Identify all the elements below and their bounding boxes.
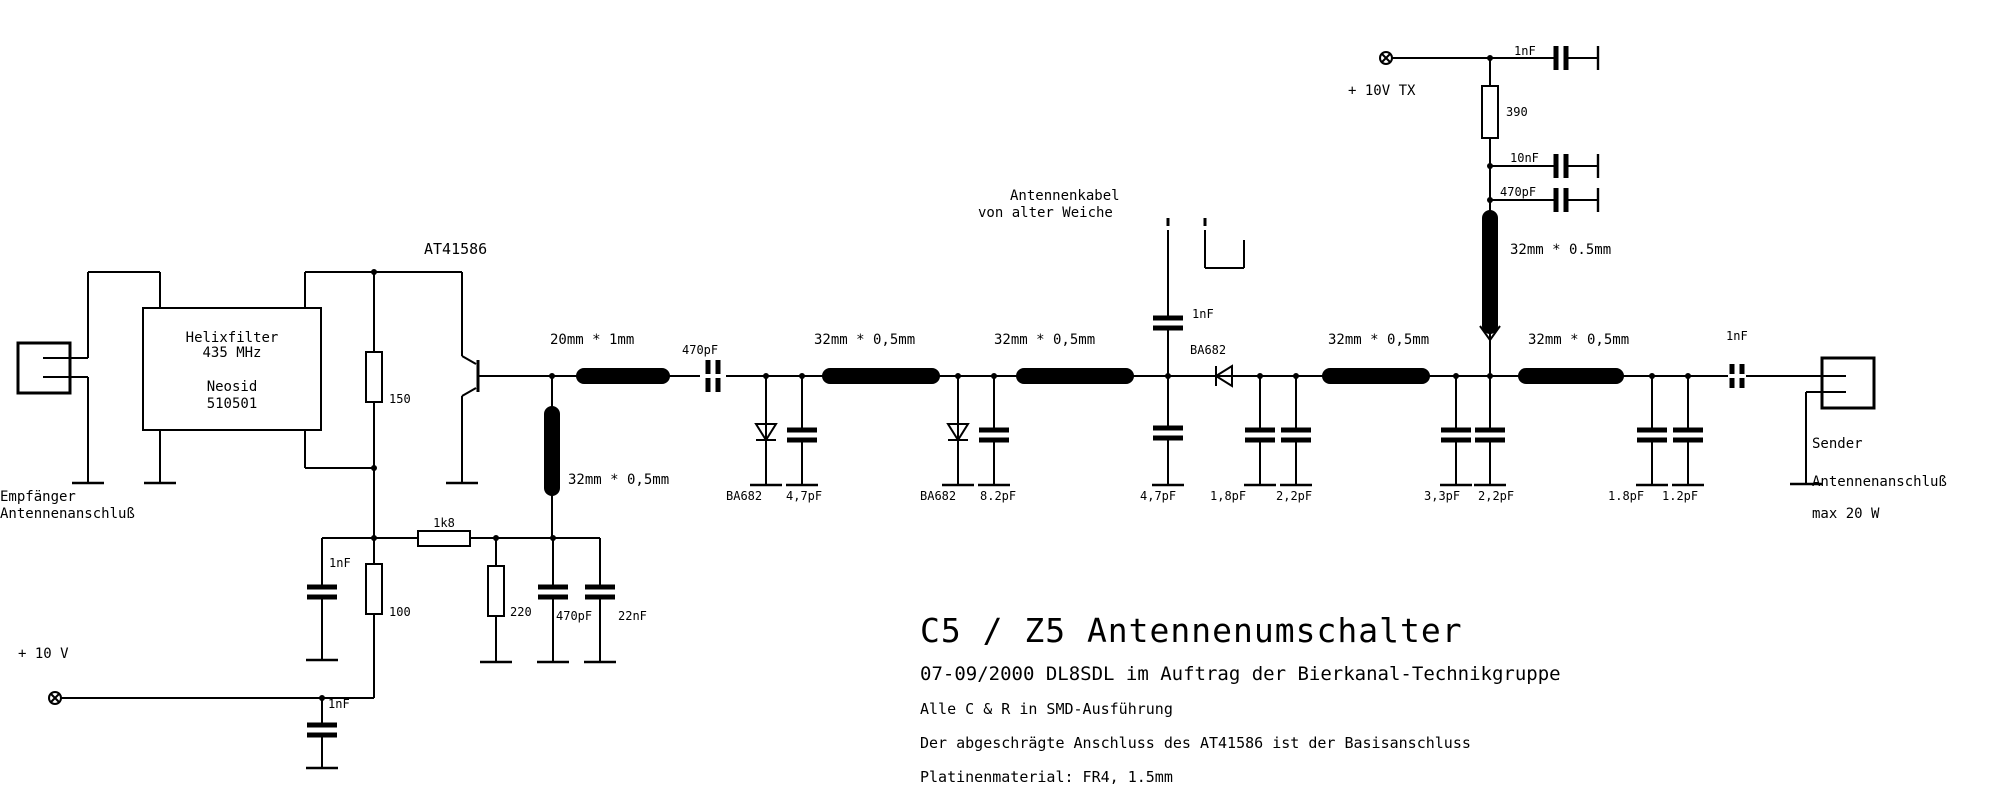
c1p2-label: 1.2pF: [1662, 489, 1698, 503]
transistor-label: AT41586: [424, 240, 487, 258]
cap-1n-out: 1nF: [1726, 329, 1748, 388]
title: C5 / Z5 Antennenumschalter: [920, 611, 1463, 650]
c4p7a-label: 4,7pF: [786, 489, 822, 503]
tx-supply-branch: 32mm * 0.5mm + 10V TX 1nF 390 10nF: [1348, 44, 1611, 376]
diode-d1-icon: [754, 423, 778, 442]
c1n-bottom-label: 1nF: [328, 697, 350, 711]
c1p8a-label: 1,8pF: [1210, 489, 1246, 503]
c470p-tx-label: 470pF: [1500, 185, 1536, 199]
shunt-node-3: 1,8pF 2,2pF: [1210, 373, 1312, 503]
c10n-tx-label: 10nF: [1510, 151, 1539, 165]
sender-label-2: Antennenanschluß: [1812, 474, 1947, 490]
helix-filter: Helixfilter 435 MHz Neosid 510501: [142, 272, 374, 485]
c4p7b-label: 4,7pF: [1140, 489, 1176, 503]
strip2-label: 32mm * 0,5mm: [814, 332, 915, 348]
c22n-label: 22nF: [618, 609, 647, 623]
note-2: Der abgeschrägte Anschluss des AT41586 i…: [920, 734, 1471, 752]
helix-label-2: 435 MHz: [202, 345, 261, 361]
c2p2a-label: 2,2pF: [1276, 489, 1312, 503]
sender-label-3: max 20 W: [1812, 506, 1880, 522]
sender-connector: Sender Antennenanschluß max 20 W: [1790, 356, 1947, 522]
note-1: Alle C & R in SMD-Ausführung: [920, 700, 1173, 718]
strip5-label: 32mm * 0,5mm: [1528, 332, 1629, 348]
c1n-left-label: 1nF: [329, 556, 351, 570]
c470p-series-label: 470pF: [682, 343, 718, 357]
empf-label-1: Empfänger: [0, 489, 76, 505]
shunt-node-4: 3,3pF 2,2pF: [1424, 373, 1514, 503]
diode-d2-icon: [946, 423, 970, 442]
plus10v-label: + 10 V: [18, 646, 69, 662]
strip1-label: 20mm * 1mm: [550, 332, 634, 348]
c8p2-label: 8.2pF: [980, 489, 1016, 503]
c1n-kabel-label: 1nF: [1192, 307, 1214, 321]
c3p3-label: 3,3pF: [1424, 489, 1460, 503]
resistor-220: [487, 565, 505, 617]
plus10v-tx-terminal-icon: [1379, 51, 1393, 65]
r100-label: 100: [389, 605, 411, 619]
cap-470p-series: 470pF: [682, 343, 726, 392]
subtitle: 07-09/2000 DL8SDL im Auftrag der Bierkan…: [920, 663, 1561, 685]
shunt-node-1: BA682 4,7pF: [726, 373, 822, 503]
note-3: Platinenmaterial: FR4, 1.5mm: [920, 768, 1173, 785]
c1p8b-label: 1.8pF: [1608, 489, 1644, 503]
kabel-label-2: von alter Weiche: [978, 205, 1113, 221]
diode-d2-label: BA682: [920, 489, 956, 503]
sender-label-1: Sender: [1812, 436, 1863, 452]
diode-d3-icon: [1214, 364, 1233, 388]
resistor-150: [365, 351, 383, 403]
helix-label-4: 510501: [207, 396, 258, 412]
transistor-at41586: AT41586: [424, 240, 552, 485]
r390-label: 390: [1506, 105, 1528, 119]
strip3-label: 32mm * 0,5mm: [994, 332, 1095, 348]
resistor-390: [1481, 85, 1499, 139]
diode-d3-label: BA682: [1190, 343, 1226, 357]
shunt-node-5: 1.8pF 1.2pF: [1608, 373, 1704, 503]
receiver-connector: [16, 271, 161, 485]
helix-label-1: Helixfilter: [186, 330, 279, 346]
c1n-out-label: 1nF: [1726, 329, 1748, 343]
c2p2b-label: 2,2pF: [1478, 489, 1514, 503]
r1k8-label: 1k8: [433, 516, 455, 530]
empf-label-2: Antennenanschluß: [0, 506, 135, 522]
cable-tap: Antennenkabel von alter Weiche 1nF 4,7pF: [978, 188, 1245, 503]
strip4-label: 32mm * 0,5mm: [1328, 332, 1429, 348]
resistor-1k8: [417, 530, 471, 547]
diode-d1-label: BA682: [726, 489, 762, 503]
bias-network: 150 100 1nF 1k8 220 470pF: [18, 269, 647, 770]
strip-vert1-label: 32mm * 0,5mm: [568, 472, 669, 488]
plus10v-terminal-icon: [48, 691, 62, 705]
helix-label-3: Neosid: [207, 379, 258, 395]
shunt-node-2: BA682 8.2pF: [920, 373, 1016, 503]
kabel-label-1: Antennenkabel: [1010, 188, 1120, 204]
title-block: C5 / Z5 Antennenumschalter 07-09/2000 DL…: [920, 611, 1561, 785]
resistor-100: [365, 563, 383, 615]
strip-vert2-label: 32mm * 0.5mm: [1510, 242, 1611, 258]
plus10v-tx-label: + 10V TX: [1348, 83, 1416, 99]
c470p-bias-label: 470pF: [556, 609, 592, 623]
c1n-tx-label: 1nF: [1514, 44, 1536, 58]
r150-label: 150: [389, 392, 411, 406]
series-diode: BA682: [1190, 343, 1233, 388]
stripline-vertical-1: 32mm * 0,5mm: [544, 373, 669, 538]
r220-label: 220: [510, 605, 532, 619]
